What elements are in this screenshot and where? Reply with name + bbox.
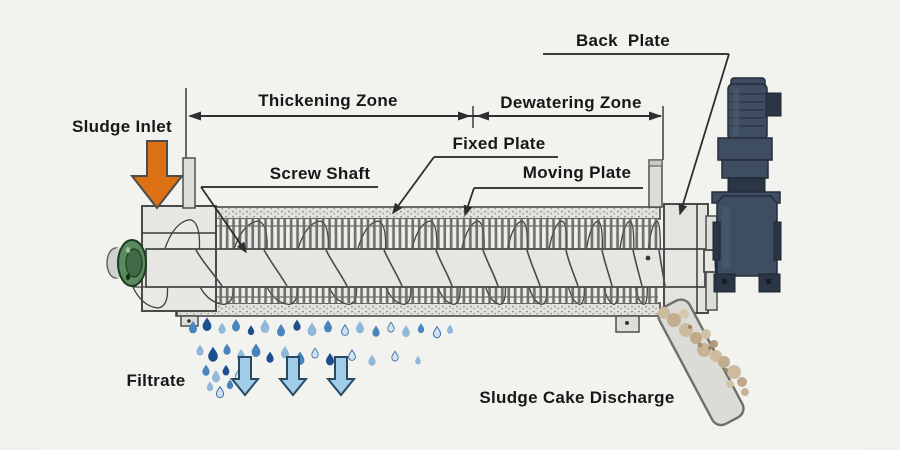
label-filtrate: Filtrate — [126, 371, 186, 390]
label-fixed-plate: Fixed Plate — [452, 134, 546, 153]
label-dewatering-zone: Dewatering Zone — [500, 93, 642, 112]
left-end-plate — [182, 157, 196, 209]
motor-junction-box — [765, 92, 782, 117]
filtrate-droplets — [189, 317, 453, 399]
label-moving-plate: Moving Plate — [522, 163, 632, 182]
filtrate-arrow-icons — [231, 356, 355, 396]
front-bearing — [106, 239, 147, 287]
drum-top-rail — [175, 206, 661, 220]
label-sludge-inlet: Sludge Inlet — [72, 117, 172, 136]
sludge-inlet-arrow-icon — [129, 140, 185, 210]
right-end-plate — [648, 159, 663, 208]
motor-gearbox — [711, 77, 782, 293]
label-thickening-zone: Thickening Zone — [258, 91, 398, 110]
label-back-plate: Back Plate — [575, 31, 671, 50]
label-sludge-cake-discharge: Sludge Cake Discharge — [479, 388, 675, 407]
screw-press-machine — [132, 77, 782, 427]
label-leader-lines — [200, 53, 730, 254]
drum-bottom-rail — [175, 302, 661, 317]
sludge-cake — [658, 307, 749, 396]
label-screw-shaft: Screw Shaft — [269, 164, 371, 183]
screw-shaft-body — [145, 248, 706, 288]
